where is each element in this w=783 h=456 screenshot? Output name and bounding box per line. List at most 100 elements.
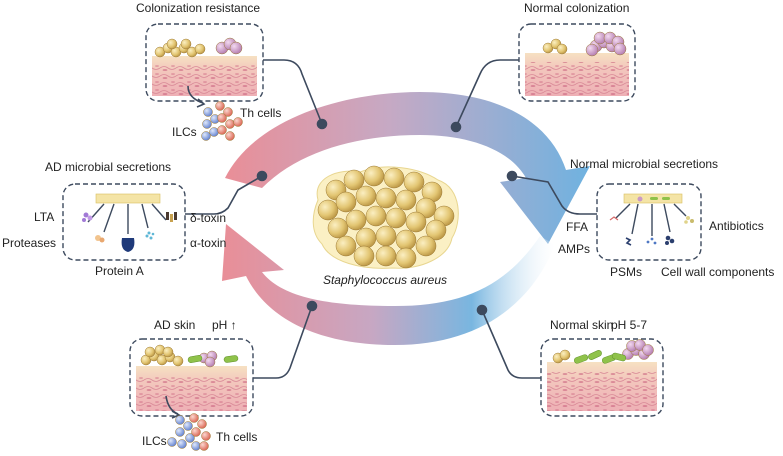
normal-secretion-ffa: FFA [566, 220, 589, 234]
th-cell [225, 119, 235, 129]
panel-colonization-resistance-box [145, 23, 264, 102]
ad-secretion-alpha-toxin: α-toxin [190, 236, 227, 250]
staph-coccus [395, 247, 417, 269]
th-cell [217, 113, 227, 123]
normal-secretion-psms: PSMs [610, 265, 643, 279]
staph-coccus [162, 346, 174, 358]
th-cell [201, 431, 211, 441]
th-cell [199, 441, 209, 451]
staph-coccus [144, 346, 156, 358]
psm-icon [625, 237, 632, 246]
staph-coccus [405, 211, 427, 233]
amp-icon [646, 237, 657, 245]
commensal-coccus [642, 344, 654, 356]
panel-title-ad-secretions: AD microbial secretions [45, 160, 172, 174]
connector-lines [185, 59, 597, 379]
ilc-label-top: ILCs [172, 125, 197, 139]
bottom-arrow [222, 224, 555, 345]
staph-coccus [355, 227, 377, 249]
ilc-cell [167, 437, 177, 447]
protein-a-icon [121, 238, 135, 252]
staph-coccus [403, 171, 425, 193]
normal-secretion-antibiotics: Antibiotics [709, 219, 764, 233]
panel-normal-secretions-box [596, 183, 702, 261]
commensal-coccus [229, 41, 243, 55]
panel-title-normal-secretions: Normal microbial secretions [570, 157, 719, 171]
staph-coccus [415, 235, 437, 257]
ilc-cell [175, 427, 185, 437]
cycle-arrows [222, 92, 590, 345]
lta-icon [82, 212, 93, 222]
staph-coccus [335, 191, 357, 213]
panel-title-ad-skin: AD skin [154, 318, 196, 332]
rod-bacterium [611, 352, 627, 362]
staph-cluster [312, 165, 459, 269]
skin-coccus-layer [140, 344, 239, 368]
staph-coccus [375, 187, 397, 209]
ilc-cell [209, 127, 219, 137]
panel-ad-skin-box [129, 338, 254, 417]
staph-coccus [415, 197, 437, 219]
staph-coccus [375, 245, 397, 267]
staph-coccus [180, 38, 192, 50]
commensal-coccus [613, 42, 627, 56]
th-cell [217, 125, 227, 135]
ad-skin-ph: pH ↑ [212, 318, 237, 332]
ilc-cell [191, 441, 201, 451]
th-cell [189, 413, 199, 423]
rod-bacterium [588, 350, 602, 360]
ilc-cell [203, 107, 213, 117]
th-cell [223, 107, 233, 117]
ad-secretion-protein-a: Protein A [95, 264, 144, 278]
ad-secretion-proteases: Proteases [2, 236, 57, 250]
ad-secretion-delta-toxin: δ-toxin [190, 211, 227, 225]
th-cell [233, 117, 243, 127]
ilc-cell [201, 131, 211, 141]
staph-coccus [343, 169, 365, 191]
panel-ad-secretions-box [62, 183, 186, 261]
staph-coccus [345, 209, 367, 231]
staph-coccus [395, 189, 417, 211]
staph-coccus [317, 199, 339, 221]
delta-toxin-icon [145, 231, 155, 240]
staph-coccus [353, 245, 375, 267]
rod-bacterium [187, 355, 203, 363]
immune-arrows [165, 85, 206, 419]
commensal-coccus [585, 43, 599, 57]
skin-coccus-layer [552, 339, 654, 364]
normal-secretion-cell-wall: Cell wall components [661, 265, 775, 279]
staph-coccus [556, 43, 568, 55]
th-cell [191, 427, 201, 437]
antibiotic-icon [684, 216, 694, 224]
ilc-cell [183, 421, 193, 431]
top-arrow [225, 92, 590, 244]
normal-secretion-amps: AMPs [558, 242, 591, 256]
center-label: Staphylococcus aureus [323, 273, 447, 287]
staph-coccus [172, 355, 184, 367]
staph-coccus [327, 217, 349, 239]
th-cell [215, 101, 225, 111]
staph-coccus [166, 38, 178, 50]
immune-cells-bottom [167, 413, 211, 451]
staph-coccus [363, 165, 385, 187]
staph-coccus [385, 207, 407, 229]
staph-coccus [425, 219, 447, 241]
ilc-cell [185, 433, 195, 443]
cell-wall-icon [665, 235, 675, 245]
staph-coccus [335, 235, 357, 257]
panel-normal-skin-box [540, 338, 664, 417]
immune-cells-top [201, 101, 243, 141]
staph-coccus [375, 225, 397, 247]
th-cell [225, 131, 235, 141]
panel-title-colonization-resistance: Colonization resistance [136, 1, 261, 15]
ilc-cell [175, 415, 185, 425]
panel-title-normal-colonization: Normal colonization [524, 1, 630, 15]
alpha-toxin-icon [166, 212, 177, 222]
skin-coccus-layer [154, 37, 243, 58]
commensal-coccus [204, 356, 216, 368]
skin-coccus-layer [542, 31, 627, 57]
ilc-cell [177, 439, 187, 449]
ilc-label-bottom: ILCs [142, 434, 167, 448]
staph-coccus [559, 349, 571, 361]
